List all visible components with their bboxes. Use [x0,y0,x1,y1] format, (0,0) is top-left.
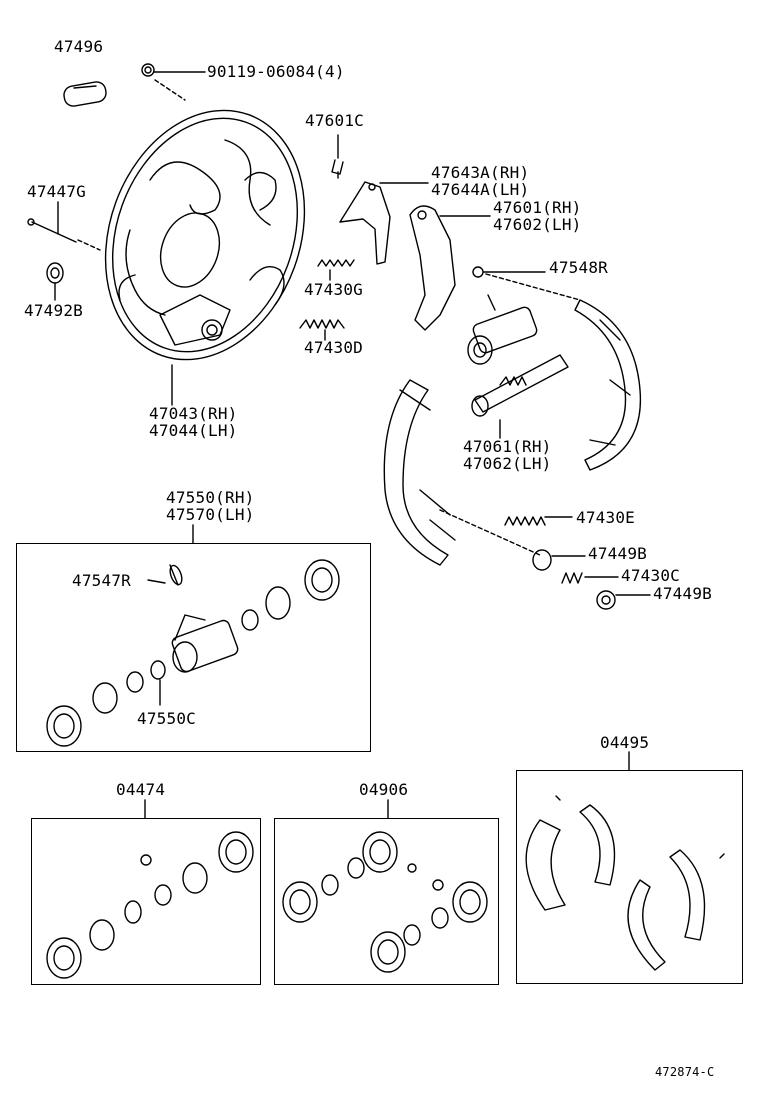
label-47061: 47061(RH)47062(LH) [463,437,552,473]
retainer-47449B-b [596,590,651,610]
label-90119: 90119-06084(4) [207,62,345,81]
label-47601C: 47601C [305,111,364,130]
label-04474: 04474 [116,780,166,799]
clip-47601C [331,134,344,179]
bolt-90119 [141,63,206,101]
repair-kit-04906 [282,831,488,973]
cup-47492B [46,262,64,301]
label-47601: 47601(RH)47602(LH) [493,198,582,234]
label-47492B: 47492B [24,301,83,320]
label-47550C: 47550C [137,709,196,728]
label-47430C: 47430C [621,566,680,585]
retainer-47449B-a [532,549,586,571]
kit-box-04474 [31,818,261,985]
wheel-cylinder-kit-47550 [46,559,340,747]
kit-box-04906 [274,818,499,985]
label-47547R: 47547R [72,571,131,590]
label-04495: 04495 [600,733,650,752]
label-47430E: 47430E [576,508,635,527]
spring-47430G [317,259,355,281]
label-47449B-b: 47449B [653,584,712,603]
shoe-kit-04495 [525,795,725,971]
label-47548R: 47548R [549,258,608,277]
figure-code: 472874-C [655,1065,715,1079]
kit-box-47550 [16,543,371,752]
brake-shoe-left [383,379,541,566]
wheel-cylinder-main [467,294,538,365]
pin-47447G [27,201,101,251]
label-04906: 04906 [359,780,409,799]
strut-47601 [409,205,491,331]
label-47430D: 47430D [304,338,363,357]
backing-plate-47043 [104,109,306,406]
label-47447G: 47447G [27,182,86,201]
brake-shoe-right [574,299,642,471]
label-47430G: 47430G [304,280,363,299]
repair-kit-04474 [46,831,254,979]
plug-47496 [63,81,107,107]
label-47449B-a: 47449B [588,544,647,563]
label-47643A: 47643A(RH)47644A(LH) [431,163,530,199]
spring-47430C [561,572,619,584]
spring-47430D [299,319,345,341]
label-47550: 47550(RH)47570(LH) [166,488,255,524]
spring-47430E [504,516,573,526]
adjuster-47061 [471,354,569,439]
label-47496: 47496 [54,37,104,56]
kit-box-04495 [516,770,743,984]
label-47043: 47043(RH)47044(LH) [149,404,238,440]
nut-47548R [472,266,581,301]
lever-47643A [339,181,429,265]
